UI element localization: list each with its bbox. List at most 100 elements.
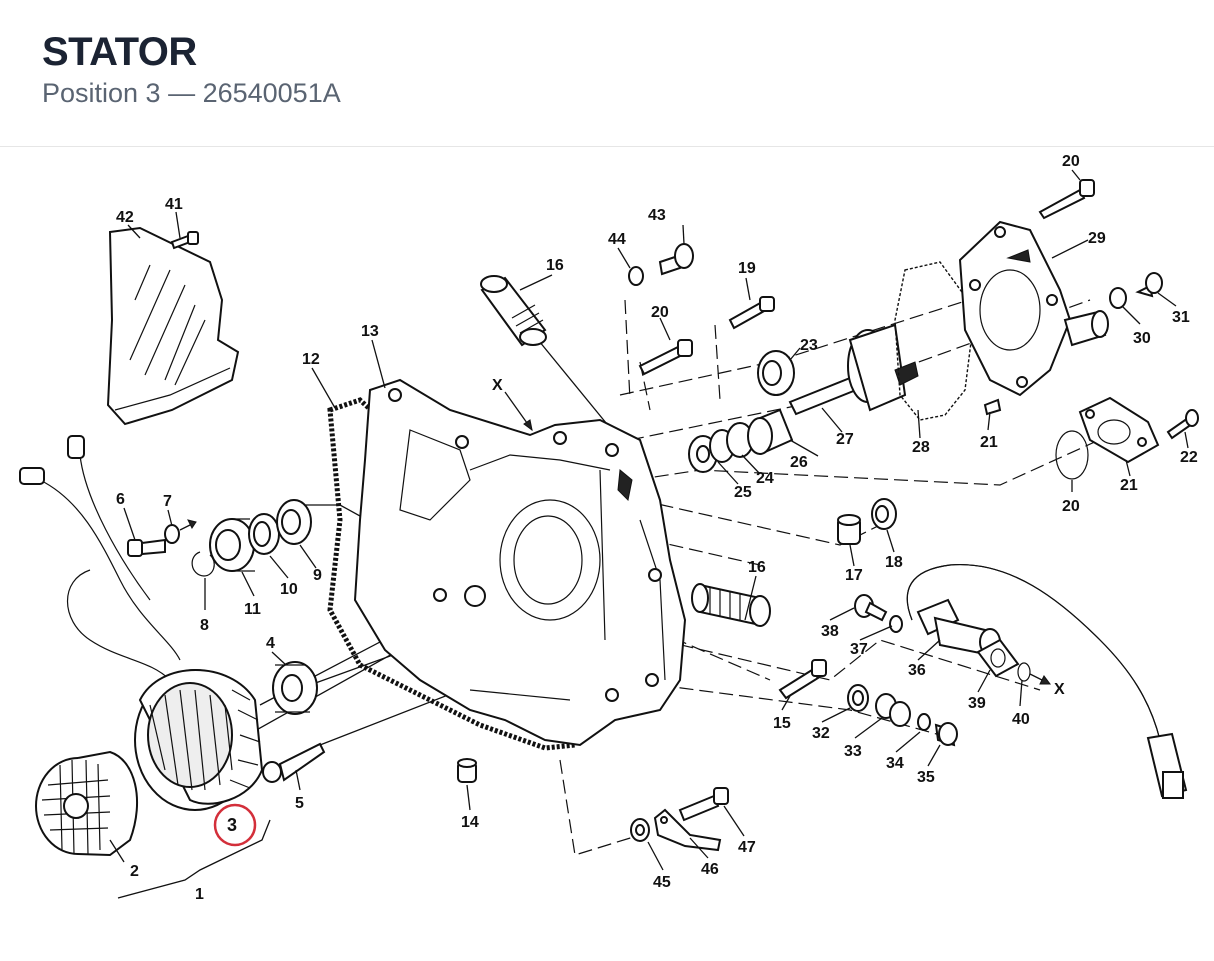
callout-17[interactable]: 17 bbox=[845, 567, 863, 584]
part-37-plug[interactable] bbox=[934, 722, 958, 747]
part-15-bolt[interactable] bbox=[778, 659, 827, 700]
part-27-spacer[interactable] bbox=[688, 429, 735, 473]
callout-21[interactable]: 21 bbox=[980, 434, 998, 451]
callout-22[interactable]: 20 bbox=[1062, 498, 1080, 515]
part-24-screw[interactable] bbox=[1166, 409, 1199, 440]
part-20-bolt-top[interactable] bbox=[1038, 179, 1095, 220]
callout-31[interactable]: 29 bbox=[1088, 230, 1106, 247]
callout-46[interactable]: 44 bbox=[608, 231, 626, 248]
callout-26[interactable]: 24 bbox=[756, 470, 774, 487]
part-8-circlip[interactable] bbox=[191, 551, 215, 577]
part-14-dowel[interactable] bbox=[457, 758, 477, 783]
callout-34[interactable]: 32 bbox=[812, 725, 830, 742]
part-29-shaft[interactable] bbox=[788, 323, 919, 416]
callout-2[interactable]: 2 bbox=[130, 863, 139, 880]
part-35-plug[interactable] bbox=[875, 693, 911, 727]
part-28-gear[interactable] bbox=[747, 408, 794, 455]
callout-10[interactable]: 10 bbox=[280, 581, 298, 598]
callout-48[interactable]: 46 bbox=[701, 861, 719, 878]
part-18-seal[interactable] bbox=[871, 498, 897, 530]
part-25-bearing[interactable] bbox=[757, 350, 795, 396]
callout-4[interactable]: 4 bbox=[266, 635, 275, 652]
callout-41[interactable]: 39 bbox=[968, 695, 986, 712]
callout-35[interactable]: 33 bbox=[844, 743, 862, 760]
part-11-bearing[interactable] bbox=[209, 518, 255, 572]
part-32-washer[interactable] bbox=[1109, 287, 1127, 309]
callout-28[interactable]: 26 bbox=[790, 454, 808, 471]
callout-36[interactable]: 34 bbox=[886, 755, 904, 772]
part-7-washer[interactable] bbox=[164, 519, 197, 544]
callout-19[interactable]: 19 bbox=[738, 260, 756, 277]
part-3-stator[interactable] bbox=[134, 669, 264, 811]
callout-42[interactable]: 40 bbox=[1012, 711, 1030, 728]
part-45-screw[interactable] bbox=[658, 243, 694, 276]
callout-3[interactable]: 3 bbox=[227, 815, 237, 835]
callout-43[interactable]: 41 bbox=[165, 196, 183, 213]
part-44-cover-plate[interactable] bbox=[106, 226, 240, 426]
part-31-pump-cover[interactable] bbox=[958, 220, 1109, 397]
part-20-bolt-mid[interactable] bbox=[638, 339, 693, 376]
part-19-bolt[interactable] bbox=[728, 296, 775, 330]
part-4-bearing[interactable] bbox=[272, 661, 318, 715]
part-5-bolt[interactable] bbox=[262, 742, 326, 783]
callout-33[interactable]: 31 bbox=[1172, 309, 1190, 326]
part-41-flange[interactable] bbox=[976, 638, 1020, 678]
callout-37[interactable]: 35 bbox=[917, 769, 935, 786]
callout-45[interactable]: 43 bbox=[648, 207, 666, 224]
part-13-cover[interactable] bbox=[353, 378, 687, 747]
callout-15[interactable]: 15 bbox=[773, 715, 791, 732]
callout-27[interactable]: 25 bbox=[734, 484, 752, 501]
callout-24[interactable]: 22 bbox=[1180, 449, 1198, 466]
callout-13[interactable]: 13 bbox=[361, 323, 379, 340]
callout-11[interactable]: 11 bbox=[244, 601, 261, 618]
part-48-bracket[interactable] bbox=[653, 808, 722, 852]
callout-32[interactable]: 30 bbox=[1133, 330, 1151, 347]
callout-x-top[interactable]: X bbox=[492, 377, 503, 394]
callout-49[interactable]: 47 bbox=[738, 839, 756, 856]
part-40-screw[interactable] bbox=[854, 594, 888, 622]
callout-12[interactable]: 12 bbox=[302, 351, 320, 368]
part-2-rotor[interactable] bbox=[35, 750, 138, 857]
part-39-washer[interactable] bbox=[889, 615, 903, 633]
callout-38[interactable]: 36 bbox=[908, 662, 926, 679]
callout-8[interactable]: 8 bbox=[200, 617, 209, 634]
part-47-spacer[interactable] bbox=[630, 818, 650, 842]
callout-23[interactable]: 21 bbox=[1120, 477, 1138, 494]
callout-18[interactable]: 18 bbox=[885, 554, 903, 571]
callout-40[interactable]: 38 bbox=[821, 623, 839, 640]
part-23-flange[interactable] bbox=[1078, 396, 1160, 464]
callout-7[interactable]: 7 bbox=[163, 493, 172, 510]
part-16-sleeve-mid[interactable] bbox=[691, 583, 771, 627]
part-38-sensor[interactable] bbox=[906, 564, 1188, 799]
callout-29[interactable]: 27 bbox=[836, 431, 854, 448]
callout-39[interactable]: 37 bbox=[850, 641, 868, 658]
callout-20-mid[interactable]: 20 bbox=[651, 304, 669, 321]
part-16-sleeve-top[interactable] bbox=[480, 275, 547, 347]
callout-14[interactable]: 14 bbox=[461, 814, 479, 831]
callout-16-mid[interactable]: 16 bbox=[748, 559, 766, 576]
part-33-screw[interactable] bbox=[1135, 272, 1163, 298]
part-46-washer[interactable] bbox=[628, 266, 644, 286]
callout-9[interactable]: 9 bbox=[313, 567, 322, 584]
part-42-o-ring[interactable] bbox=[1017, 662, 1051, 685]
part-9-bearing[interactable] bbox=[276, 499, 312, 545]
part-34-washer[interactable] bbox=[847, 684, 869, 712]
callout-47[interactable]: 45 bbox=[653, 874, 671, 891]
callout-44[interactable]: 42 bbox=[116, 209, 134, 226]
callout-x-right[interactable]: X bbox=[1054, 681, 1065, 698]
callout-1[interactable]: 1 bbox=[195, 886, 204, 903]
part-36-washer[interactable] bbox=[917, 713, 931, 731]
part-6-bolt[interactable] bbox=[127, 538, 166, 557]
part-21-dowel[interactable] bbox=[983, 398, 1002, 416]
callout-30[interactable]: 28 bbox=[912, 439, 930, 456]
callout-16-top[interactable]: 16 bbox=[546, 257, 564, 274]
part-22-o-ring[interactable] bbox=[1055, 430, 1089, 480]
part-49-bolt[interactable] bbox=[678, 787, 729, 822]
part-43-screw[interactable] bbox=[170, 231, 199, 250]
callout-5[interactable]: 5 bbox=[295, 795, 304, 812]
part-17-bushing[interactable] bbox=[837, 514, 861, 545]
callout-20-top[interactable]: 20 bbox=[1062, 153, 1080, 170]
part-30-gasket[interactable] bbox=[894, 261, 976, 421]
callout-25[interactable]: 23 bbox=[800, 337, 818, 354]
part-10-ring[interactable] bbox=[248, 513, 280, 555]
